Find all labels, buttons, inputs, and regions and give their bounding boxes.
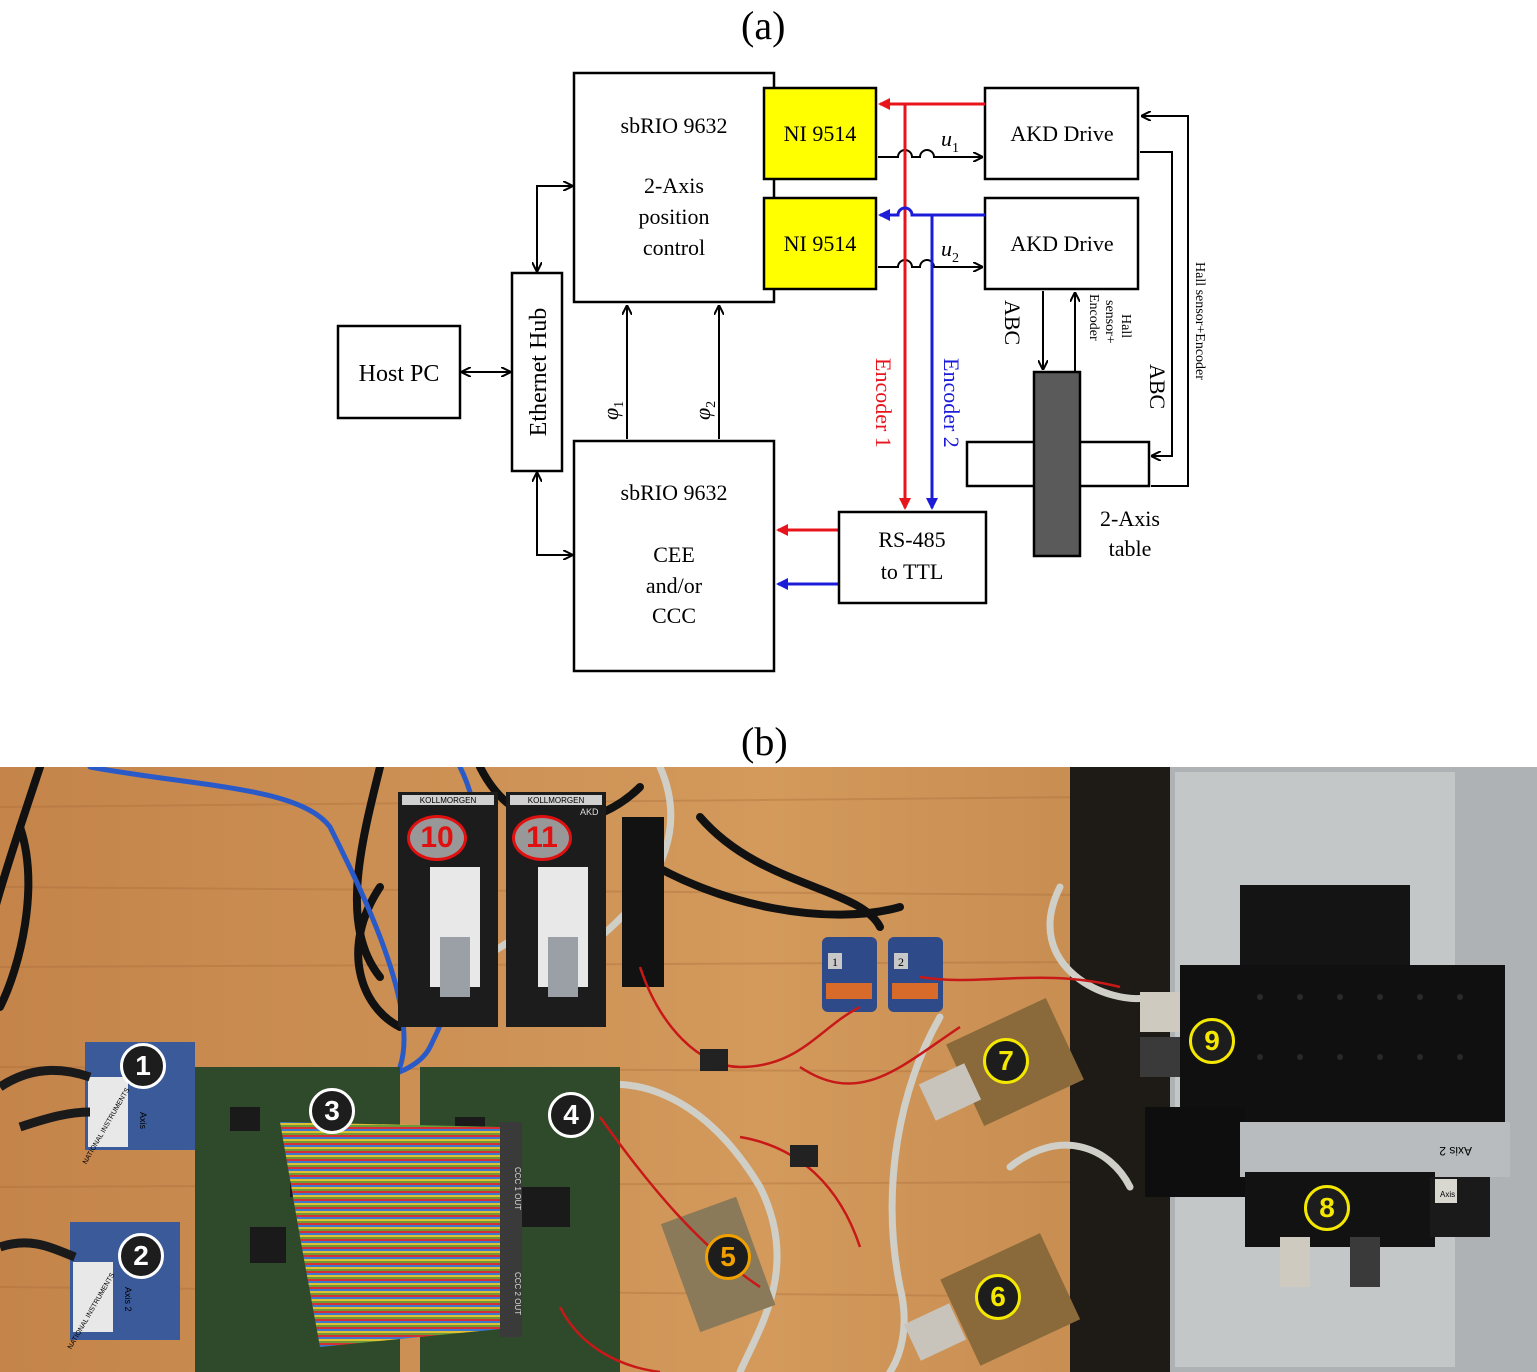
hub-top-link: [537, 186, 572, 271]
hall-outer-label: Hall sensor+Encoder: [1192, 262, 1207, 380]
host-pc-label: Host PC: [359, 361, 440, 387]
abc-outer-line: [1140, 151, 1173, 456]
akd-drive-1-label: AKD Drive: [1010, 121, 1113, 146]
encoder-2-label: Encoder 2: [939, 358, 964, 448]
marker-11: 11: [512, 815, 572, 861]
marker-3: 3: [309, 1088, 355, 1134]
sbrio-top-desc-3: control: [643, 235, 705, 260]
svg-text:Axis: Axis: [138, 1112, 148, 1130]
svg-text:AKD: AKD: [580, 807, 599, 817]
u1-line: [878, 149, 982, 157]
encoder-2-to-ni: [878, 206, 938, 221]
ribbon-cable-2: [300, 1227, 520, 1347]
svg-text:2: 2: [898, 955, 904, 969]
marker-6: 6: [975, 1274, 1021, 1320]
svg-text:CCC 1 OUT: CCC 1 OUT: [513, 1167, 522, 1210]
ni-9514-1-label: NI 9514: [784, 121, 857, 146]
hall-inner-label-1: Hall: [1118, 314, 1133, 338]
table-label-2: table: [1109, 536, 1152, 561]
marker-2: 2: [118, 1233, 164, 1279]
u2-line: [878, 259, 982, 267]
phi2-label: φ2: [690, 401, 719, 420]
panel-a-label: (a): [741, 3, 786, 48]
svg-text:Axis 2: Axis 2: [1439, 1144, 1472, 1158]
table-upper-stage: [1032, 370, 1082, 558]
marker-9: 9: [1189, 1018, 1235, 1064]
akd-drive-2-block: AKD Drive: [983, 196, 1140, 291]
hall-outer-line: [1142, 116, 1189, 487]
svg-text:KOLLMORGEN: KOLLMORGEN: [528, 796, 585, 805]
marker-1: 1: [120, 1043, 166, 1089]
two-axis-stage: Axis 2 Axis: [1140, 885, 1510, 1287]
marker-7: 7: [983, 1038, 1029, 1084]
marker-5: 5: [705, 1234, 751, 1280]
toggle-switch-1: [700, 1049, 728, 1071]
sbrio-bottom-block: sbRIO 9632 CEE and/or CCC: [572, 439, 776, 673]
host-pc-block: Host PC: [336, 324, 462, 420]
ni-9514-1-block: NI 9514: [762, 86, 878, 181]
hall-inner-label-2: sensor+: [1102, 300, 1117, 344]
rs485-block: RS-485 to TTL: [837, 510, 988, 605]
u1-label: u1: [941, 126, 959, 156]
abc-outer-label: ABC: [1145, 364, 1170, 409]
sbrio-top-desc-1: 2-Axis: [644, 173, 704, 198]
rs485-label-2: to TTL: [881, 559, 944, 584]
encoder-1-label: Encoder 1: [871, 358, 896, 448]
marker-10: 10: [407, 815, 467, 861]
marker-8: 8: [1304, 1185, 1350, 1231]
svg-text:Axis: Axis: [1440, 1190, 1455, 1199]
rs485-label-1: RS-485: [878, 527, 945, 552]
hub-bottom-link: [537, 473, 572, 555]
hall-inner-label-3: Encoder: [1086, 294, 1101, 341]
sbrio-bottom-desc-2: and/or: [646, 573, 703, 598]
power-supply: [622, 817, 664, 987]
two-axis-table: 2-Axis table: [965, 370, 1160, 561]
sbrio-bottom-title: sbRIO 9632: [621, 480, 728, 505]
ribbon-cable-1: [280, 1122, 520, 1247]
sbrio-bottom-desc-1: CEE: [653, 542, 695, 567]
u2-label: u2: [941, 236, 959, 266]
ethernet-hub-block: Ethernet Hub: [510, 271, 564, 473]
block-diagram: Host PC Ethernet Hub sbRIO 9632 2-Axis p…: [336, 71, 1207, 673]
toggle-switch-2: [790, 1145, 818, 1167]
sbrio-top-desc-2: position: [639, 204, 710, 229]
table-label-1: 2-Axis: [1100, 506, 1160, 531]
ni-9514-2-label: NI 9514: [784, 231, 857, 256]
phi1-label: φ1: [598, 401, 627, 420]
akd-drive-1-block: AKD Drive: [983, 86, 1140, 181]
svg-text:KOLLMORGEN: KOLLMORGEN: [420, 796, 477, 805]
svg-text:Axis 2: Axis 2: [123, 1287, 133, 1312]
sbrio-top-title: sbRIO 9632: [621, 113, 728, 138]
sbrio-top-block: sbRIO 9632 2-Axis position control: [572, 71, 776, 304]
sbrio-bottom-desc-3: CCC: [652, 603, 696, 628]
ni-9514-2-block: NI 9514: [762, 196, 878, 291]
svg-text:1: 1: [832, 955, 838, 969]
svg-text:CCC 2 OUT: CCC 2 OUT: [513, 1272, 522, 1315]
ethernet-hub-label: Ethernet Hub: [526, 308, 552, 437]
converter-box-2: 2: [888, 937, 943, 1012]
testbed-photo: KOLLMORGEN KOLLMORGEN AKD 1 2 NATIONAL I…: [0, 767, 1537, 1372]
converter-box-1: 1: [822, 937, 877, 1012]
panel-b-label: (b): [741, 719, 788, 764]
abc-inner-label: ABC: [1000, 300, 1025, 345]
akd-drive-2-label: AKD Drive: [1010, 231, 1113, 256]
marker-4: 4: [548, 1092, 594, 1138]
